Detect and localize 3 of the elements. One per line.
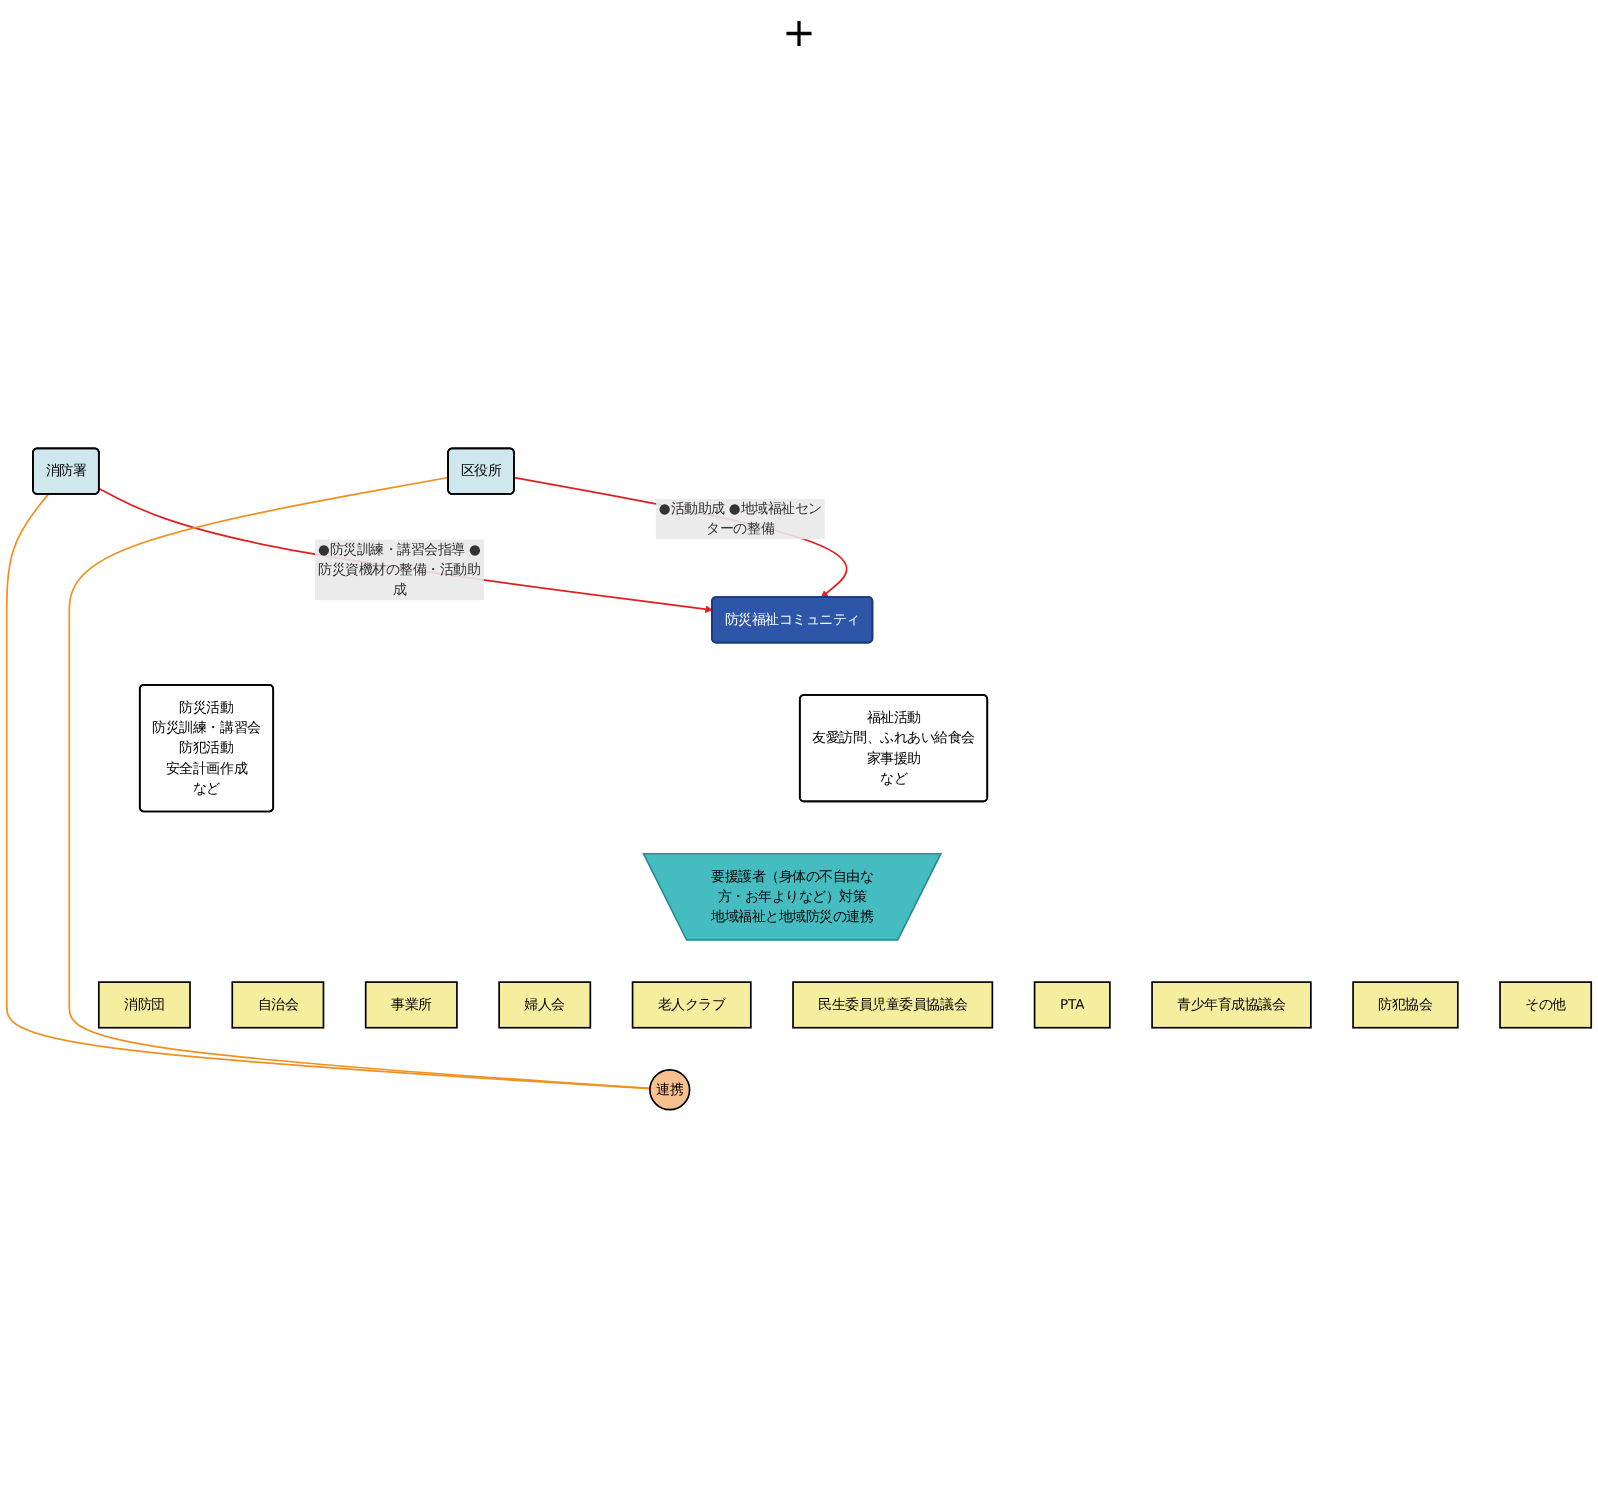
plus-sign: +: [782, 8, 816, 56]
arrow: [513, 476, 848, 598]
arrow: [98, 487, 713, 613]
